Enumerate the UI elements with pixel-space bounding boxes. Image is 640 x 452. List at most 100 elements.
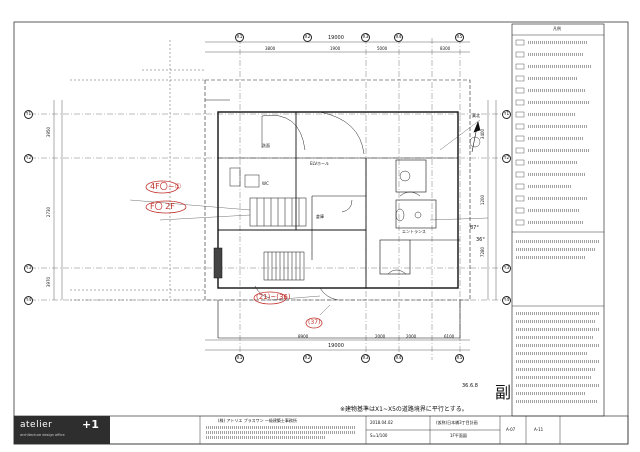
dim-top-seg-3: 5000 (377, 46, 388, 51)
dim-right-2: 1200 (480, 194, 486, 206)
grid-bubble-x2-bottom: X2 (303, 354, 312, 363)
grid-bubble-x2-top: X2 (303, 33, 312, 42)
title-block (13, 415, 629, 445)
leader-lines (129, 119, 489, 316)
legend-line (516, 400, 598, 403)
site-boundary (204, 79, 471, 301)
legend-line (516, 392, 586, 395)
grid-bubble-x3-bottom: X3 (361, 354, 370, 363)
legend-line (528, 65, 592, 68)
dim-left-3: 3970 (46, 276, 52, 288)
company-detail-line (206, 431, 356, 434)
legend-panel (511, 23, 605, 417)
legend-line (516, 360, 600, 363)
grid-bubble-x4-bottom: X4 (394, 354, 403, 363)
legend-line (528, 149, 590, 152)
legend-line (516, 320, 596, 323)
legend-line (528, 53, 584, 56)
room-label-wc: WC (262, 181, 269, 186)
grid-bubble-y1-left: Y1 (24, 110, 33, 119)
legend-line (516, 376, 592, 379)
room-label-bath: 洗面 (262, 143, 270, 148)
dimension-lines (53, 40, 497, 351)
grid-bubble-x1-bottom: X1 (235, 354, 244, 363)
legend-line (528, 77, 578, 80)
company-detail-line (206, 426, 356, 429)
seal-mark: 副 (495, 383, 512, 402)
room-label-lobby: ELVホール (310, 161, 330, 166)
drawing-title: 1F平面図 (450, 433, 467, 438)
legend-line (516, 336, 594, 339)
grid-bubble-y4-right: Y4 (502, 296, 511, 305)
bottom-note: ※建物基準はX1~X5の道路境界に平行とする。 (340, 406, 468, 413)
dim-top-seg-1: 3800 (265, 46, 276, 51)
grid-bubble-x5-top: X5 (455, 33, 464, 42)
grid-bubble-y3-left: Y3 (24, 264, 33, 273)
grid-bubble-x1-top: X1 (235, 33, 244, 42)
legend-line (528, 197, 588, 200)
grid-bubble-y4-left: Y4 (24, 296, 33, 305)
legend-line (528, 113, 576, 116)
red-annotation-2: F〇 2F (150, 202, 175, 211)
sheet-border (13, 21, 629, 445)
grid-bubble-x5-bottom: X5 (455, 354, 464, 363)
red-annotation-1: 4F〇~① (150, 182, 182, 191)
dim-right-1: 3400 (480, 128, 486, 140)
legend-line (516, 240, 600, 243)
legend-line (516, 384, 600, 387)
legend-line (516, 344, 600, 347)
grid-lines (30, 38, 508, 360)
legend-line (528, 89, 586, 92)
angle-label-2: 36° (476, 237, 485, 243)
grid-bubble-x3-top: X3 (361, 33, 370, 42)
legend-line (528, 125, 588, 128)
sheet-number: A-07 (506, 427, 516, 432)
logo-text: atelier (20, 420, 53, 430)
legend-line (516, 328, 600, 331)
dim-bottom-total: 19000 (328, 343, 344, 349)
red-annotation-3: (21)~(36) (256, 293, 291, 301)
legend-line (516, 312, 600, 315)
legend-line (528, 161, 578, 164)
dim-bottom-seg-1: 8900 (298, 334, 309, 339)
grid-bubble-y2-right: Y2 (502, 154, 511, 163)
grid-bubble-x4-top: X4 (394, 33, 403, 42)
fixtures (229, 167, 422, 222)
legend-swatches (515, 39, 525, 226)
dim-bottom-seg-4: 6100 (444, 334, 455, 339)
legend-line (516, 352, 588, 355)
legend-line (528, 185, 572, 188)
drawing-date: 2018.04.02 (370, 420, 393, 425)
dim-left-1: 3950 (46, 126, 52, 138)
legend-line (528, 173, 586, 176)
legend-line (528, 137, 583, 140)
drawing-scale: S=1/100 (370, 433, 388, 438)
red-annotation-4: (37) (308, 319, 321, 326)
legend-line (528, 41, 588, 44)
legend-title: 凡例 (553, 26, 561, 31)
dim-bottom-seg-3: 2000 (406, 334, 417, 339)
angle-label-1: 87° (470, 225, 479, 231)
dim-right-3: 7280 (480, 246, 486, 258)
dim-left-2: 2730 (46, 206, 52, 218)
company-detail-line (206, 436, 326, 439)
dim-top-seg-4: 8300 (440, 46, 451, 51)
dim-top-seg-2: 1900 (330, 46, 341, 51)
staircase (213, 197, 307, 281)
dim-bottom-seg-2: 2000 (375, 334, 386, 339)
legend-line (528, 209, 580, 212)
north-label: 真北 (472, 113, 480, 118)
grid-bubble-y1-right: Y1 (502, 110, 511, 119)
legend-line (516, 256, 586, 259)
door-swings (254, 111, 421, 301)
red-markup (145, 180, 323, 329)
legend-line (528, 221, 584, 224)
project-name: (仮称)日本橋3丁目計画 (436, 420, 478, 425)
legend-line (516, 248, 596, 251)
room-label-storage: 倉庫 (316, 214, 324, 219)
legend-line (516, 368, 596, 371)
page-number: A-11 (534, 427, 544, 432)
building-walls (217, 111, 461, 339)
company-name: (株) アトリエ プラスワン 一級建築士事務所 (218, 418, 297, 423)
